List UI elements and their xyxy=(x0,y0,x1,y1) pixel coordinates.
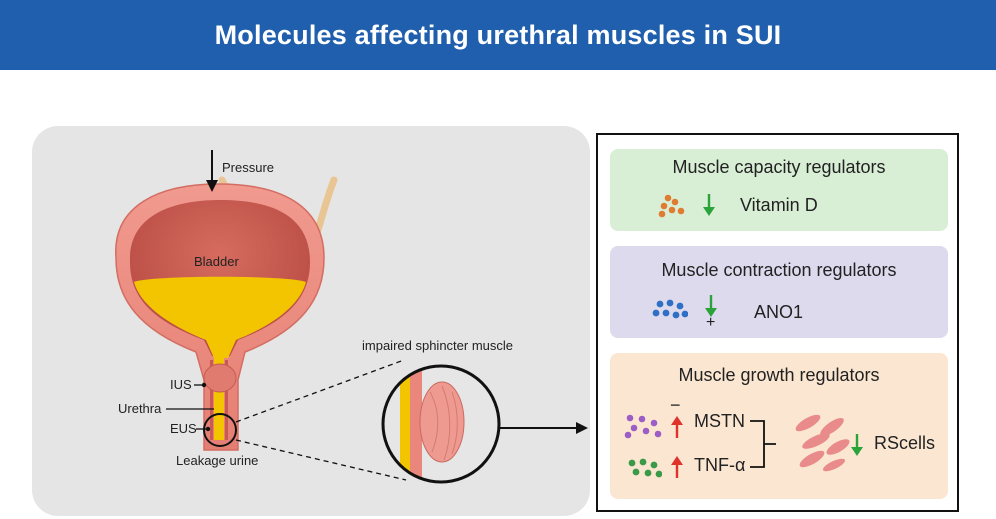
bracket xyxy=(750,420,776,468)
zoom-detail xyxy=(383,366,499,482)
page-title: Molecules affecting urethral muscles in … xyxy=(0,0,996,70)
ano1-sign: + xyxy=(706,314,716,331)
mstn-label: MSTN xyxy=(694,411,745,431)
contraction-title: Muscle contraction regulators xyxy=(661,260,897,280)
ano1-label: ANO1 xyxy=(754,302,804,322)
title-text: Molecules affecting urethral muscles in … xyxy=(214,19,782,50)
urethra-lining xyxy=(210,360,213,440)
connector-arrow-head xyxy=(576,422,588,434)
down-arrow-icon xyxy=(703,194,715,216)
urine xyxy=(134,276,306,358)
ius-pointer-dot xyxy=(201,382,207,388)
vitamin-d-label: Vitamin D xyxy=(740,195,818,215)
zoom-label: impaired sphincter muscle xyxy=(362,338,513,353)
rscells-label: RScells xyxy=(874,433,936,453)
contraction-card: Muscle contraction regulators + ANO1 xyxy=(610,246,948,338)
capacity-title: Muscle capacity regulators xyxy=(672,157,886,177)
leakage-highlight xyxy=(203,413,237,447)
mstn-sign: − xyxy=(670,395,681,415)
rs-cells-icon xyxy=(795,414,850,472)
tnf-dots-icon xyxy=(628,458,662,478)
down-arrow-icon xyxy=(705,295,717,317)
vitamin-d-dots-icon xyxy=(658,194,685,218)
up-arrow-icon xyxy=(671,416,683,438)
up-arrow-icon xyxy=(671,456,683,478)
zoom-line-bottom xyxy=(235,439,407,481)
bladder-label: Bladder xyxy=(194,254,239,269)
zoom-circle xyxy=(381,364,501,484)
growth-title: Muscle growth regulators xyxy=(678,365,880,385)
regulators-box: Muscle capacity regulators Vitamin D Mus… xyxy=(596,133,959,512)
ius-label: IUS xyxy=(170,377,192,392)
leakage-label: Leakage urine xyxy=(176,453,258,468)
growth-card: Muscle growth regulators − MSTN xyxy=(610,353,948,499)
urine-stream xyxy=(214,350,224,440)
capacity-card: Muscle capacity regulators Vitamin D xyxy=(610,149,948,231)
ano1-dots-icon xyxy=(652,299,688,319)
eus-pointer-dot xyxy=(205,426,211,432)
mstn-dots-icon xyxy=(624,414,662,439)
anatomy-panel xyxy=(32,126,590,516)
urethra-lining-right xyxy=(225,360,228,440)
internal-sphincter xyxy=(203,363,237,393)
eus-label: EUS xyxy=(170,421,197,436)
right-ureter xyxy=(314,176,338,234)
pressure-arrow-head xyxy=(206,180,218,192)
pressure-label: Pressure xyxy=(222,160,274,175)
tnf-label: TNF-α xyxy=(694,455,746,475)
down-arrow-icon xyxy=(851,434,863,456)
zoom-line-top xyxy=(235,359,405,423)
urethra-label: Urethra xyxy=(118,401,162,416)
